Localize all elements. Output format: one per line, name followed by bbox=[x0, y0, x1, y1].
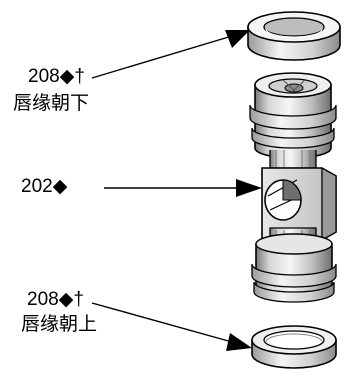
lower-cylinder bbox=[251, 227, 337, 303]
upper-cylinder bbox=[249, 72, 337, 169]
bottom-seal-part-number: 208◆† bbox=[27, 289, 84, 310]
leader-top bbox=[91, 30, 250, 79]
top-seal-part-number: 208◆† bbox=[28, 66, 85, 87]
leader-middle bbox=[104, 179, 262, 197]
leader-bottom bbox=[91, 302, 252, 351]
top-seal-orientation-note: 唇缘朝下 bbox=[13, 93, 90, 114]
top-seal-ring bbox=[247, 11, 341, 61]
bottom-seal-ring bbox=[251, 325, 337, 369]
bottom-seal-orientation-note: 唇缘朝上 bbox=[21, 314, 98, 335]
cylinder-part-number: 202◆ bbox=[21, 176, 68, 197]
